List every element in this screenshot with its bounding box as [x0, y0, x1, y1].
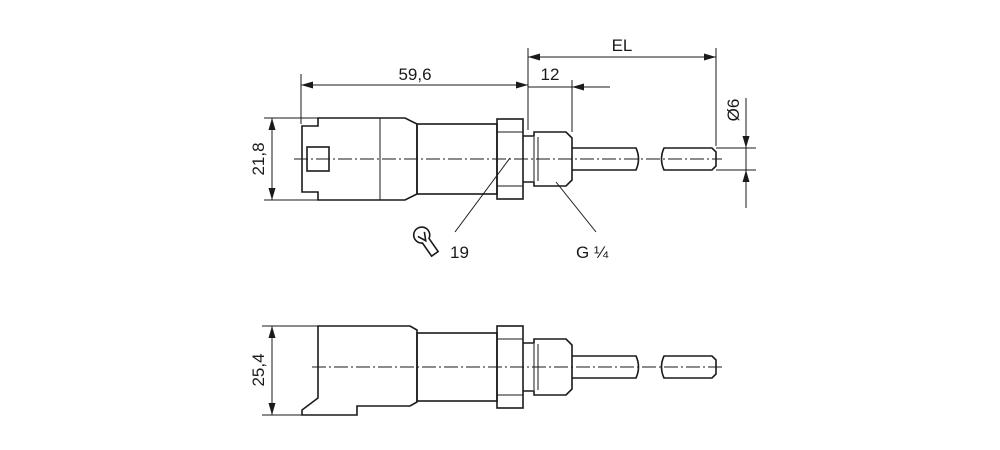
- top-view: 59,6 12 EL Ø6: [249, 36, 756, 262]
- dimension-top-height: 21,8: [249, 117, 318, 201]
- overall-length-label: 59,6: [398, 65, 431, 84]
- wrench-size-label: 19: [450, 243, 469, 262]
- callout-thread: G ¼: [555, 181, 609, 262]
- top-height-label: 21,8: [249, 142, 268, 175]
- side-view: 25,4: [249, 325, 722, 416]
- dimension-probe-diameter: Ø6: [716, 98, 756, 208]
- probe-diameter-label: Ø6: [724, 99, 743, 122]
- insertion-length-label: EL: [612, 36, 633, 55]
- wrench-icon: [412, 226, 440, 258]
- dimension-insertion-length: EL: [528, 36, 717, 146]
- thread-label: G ¼: [576, 243, 609, 262]
- probe-top: [572, 147, 640, 171]
- side-height-label: 25,4: [249, 353, 268, 386]
- callout-wrench-size: 19: [412, 157, 511, 262]
- thread-length-label: 12: [541, 65, 560, 84]
- dimension-thread-length: 12: [528, 65, 610, 132]
- dimension-overall-length: 59,6: [300, 48, 529, 130]
- connector-head-side: [301, 325, 418, 416]
- dimension-side-height: 25,4: [249, 325, 318, 416]
